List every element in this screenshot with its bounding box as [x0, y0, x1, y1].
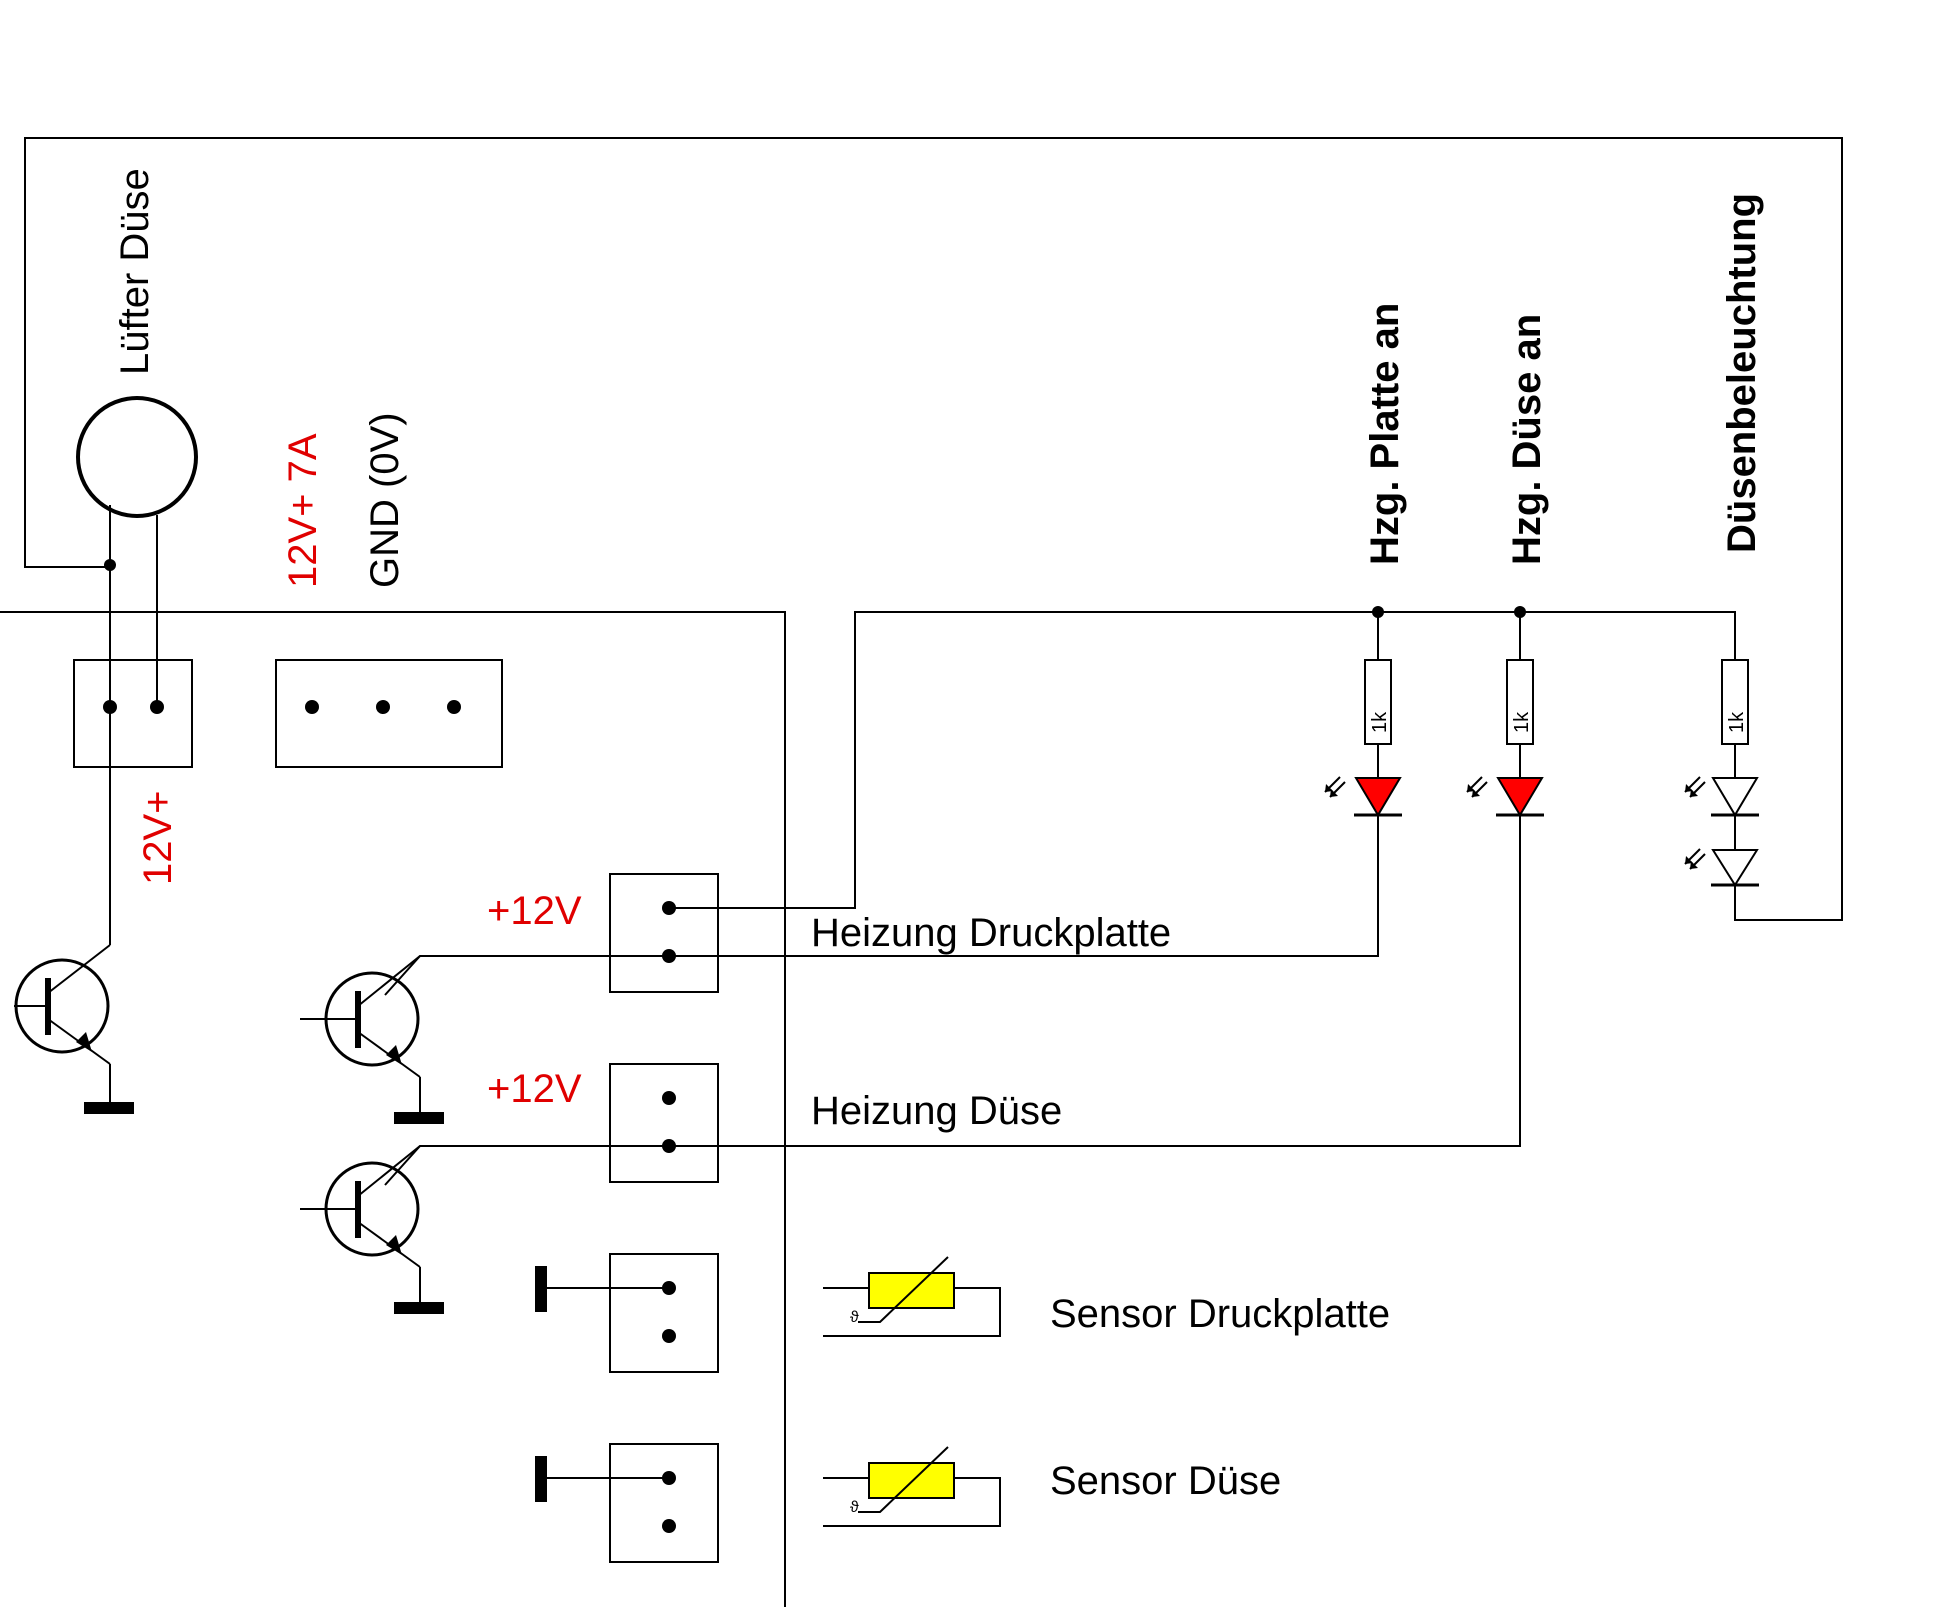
terminal-sensor-plate — [609, 1253, 719, 1373]
transistor-fan — [14, 944, 134, 1114]
fan-motor — [76, 396, 198, 518]
resistor-nozzle: 1k — [1506, 659, 1534, 745]
terminal-supply — [275, 659, 503, 768]
label-plus12-plate: +12V — [487, 889, 582, 933]
label-supply: 12V+ 7A — [281, 433, 325, 588]
label-led-light: Düsenbeleuchtung — [1720, 193, 1764, 553]
terminal-heater-plate — [609, 873, 719, 993]
svg-text:1k: 1k — [1726, 711, 1748, 733]
resistor-light: 1k — [1721, 659, 1749, 745]
led-light-1 — [1684, 776, 1759, 817]
thermistor-plate: ϑ — [823, 1256, 1001, 1337]
junction-dots — [104, 559, 1526, 618]
svg-text:1k: 1k — [1369, 711, 1391, 733]
svg-text:ϑ: ϑ — [850, 1499, 859, 1516]
resistor-plate: 1k — [1364, 659, 1392, 745]
label-plus12-nozzle: +12V — [487, 1067, 582, 1111]
label-led-nozzle: Hzg. Düse an — [1505, 314, 1549, 565]
terminal-sensor-nozzle — [609, 1443, 719, 1563]
svg-text:ϑ: ϑ — [850, 1309, 859, 1326]
label-fan-plus: 12V+ — [136, 790, 180, 885]
label-fan: Lüfter Düse — [113, 168, 157, 375]
label-sensor-plate: Sensor Druckplatte — [1050, 1292, 1390, 1336]
transistor-heater-plate — [300, 955, 444, 1124]
svg-text:1k: 1k — [1511, 711, 1533, 733]
terminal-fan — [73, 659, 193, 768]
label-heater-plate: Heizung Druckplatte — [811, 911, 1171, 955]
led-nozzle-red — [1466, 776, 1544, 817]
label-sensor-nozzle: Sensor Düse — [1050, 1459, 1281, 1503]
label-gnd: GND (0V) — [363, 412, 407, 588]
led-light-2 — [1684, 848, 1759, 887]
label-heater-nozzle: Heizung Düse — [811, 1089, 1062, 1133]
wires — [0, 137, 1843, 1607]
led-plate-red — [1324, 776, 1402, 817]
terminal-heater-nozzle — [609, 1063, 719, 1183]
transistor-heater-nozzle — [300, 1145, 444, 1314]
label-led-plate: Hzg. Platte an — [1363, 303, 1407, 565]
thermistor-nozzle: ϑ — [823, 1446, 1001, 1527]
